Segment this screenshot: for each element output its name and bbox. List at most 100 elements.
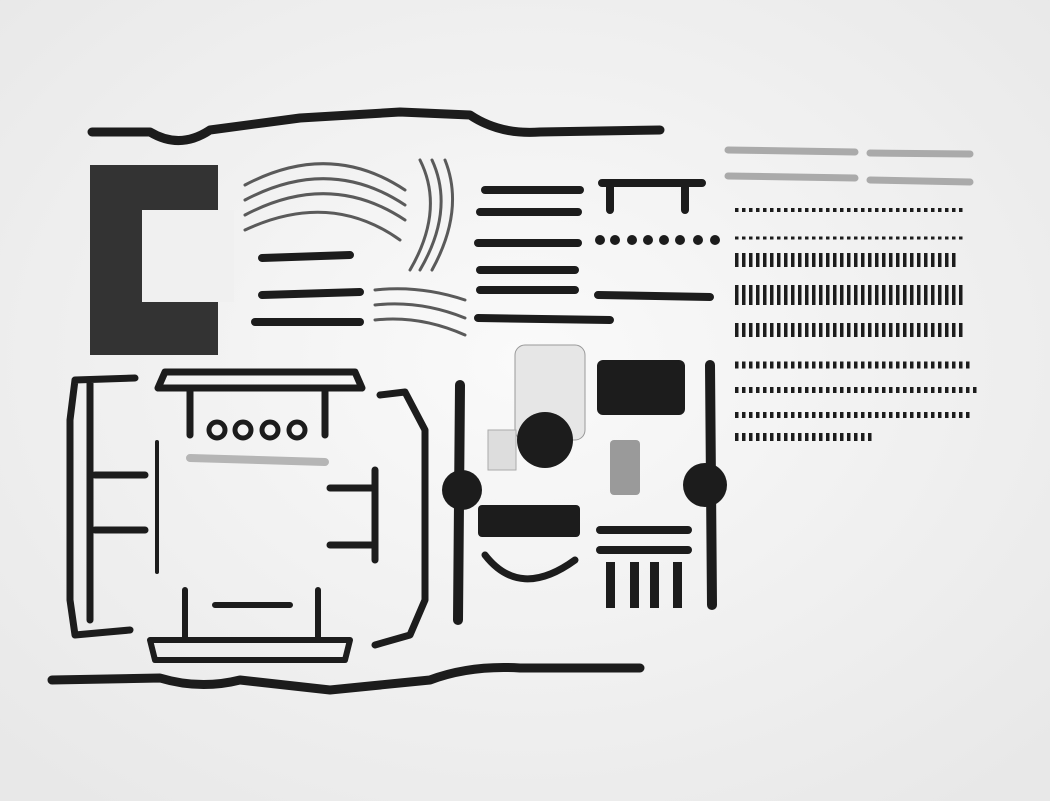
screw [749, 285, 753, 305]
screw [784, 323, 788, 337]
screw [791, 361, 795, 369]
screw [805, 323, 809, 337]
screw [959, 412, 963, 418]
screw [763, 412, 767, 418]
screw [777, 253, 781, 267]
screw [840, 387, 844, 393]
screw [770, 285, 774, 305]
screw [875, 285, 879, 305]
screw [798, 433, 802, 441]
screw [826, 236, 830, 240]
screw [798, 253, 802, 267]
screw [770, 323, 774, 337]
screw [756, 236, 760, 240]
screw [903, 387, 907, 393]
screw [896, 208, 900, 212]
screw [917, 236, 921, 240]
screw [952, 236, 956, 240]
electronics-box [597, 360, 685, 415]
screw [777, 387, 781, 393]
screw [805, 387, 809, 393]
transmission [487, 344, 640, 495]
screw [770, 433, 774, 441]
screw [763, 387, 767, 393]
screw [840, 412, 844, 418]
screw [777, 285, 781, 305]
bumper-bottom [147, 587, 353, 663]
screw [868, 433, 872, 441]
screw [784, 236, 788, 240]
screw [819, 323, 823, 337]
screw [833, 236, 837, 240]
screw [826, 361, 830, 369]
screw [749, 236, 753, 240]
screw [966, 412, 970, 418]
screw [854, 323, 858, 337]
screw [770, 361, 774, 369]
screw [882, 387, 886, 393]
screw [756, 253, 760, 267]
screw [791, 253, 795, 267]
screw [777, 208, 781, 212]
screw [952, 253, 956, 267]
screw [791, 208, 795, 212]
screw [826, 387, 830, 393]
screw [896, 236, 900, 240]
screw [784, 361, 788, 369]
screw [938, 285, 942, 305]
rod-end [595, 235, 605, 245]
screw [861, 387, 865, 393]
screw [903, 323, 907, 337]
screw [910, 323, 914, 337]
screw [840, 433, 844, 441]
screw [945, 285, 949, 305]
screw [917, 387, 921, 393]
screw [931, 412, 935, 418]
screw [889, 253, 893, 267]
screw [938, 323, 942, 337]
screw [798, 236, 802, 240]
screw [819, 361, 823, 369]
screw [861, 285, 865, 305]
screw [819, 412, 823, 418]
screw [763, 285, 767, 305]
rear-diff [683, 463, 727, 507]
screw [826, 323, 830, 337]
screw [791, 323, 795, 337]
screw [742, 433, 746, 441]
skid-bracket [478, 505, 580, 537]
screw [847, 433, 851, 441]
screw [882, 285, 886, 305]
screw [840, 361, 844, 369]
screw [854, 412, 858, 418]
screw [819, 433, 823, 441]
screw [770, 236, 774, 240]
screw [861, 253, 865, 267]
screw [777, 433, 781, 441]
screw [889, 285, 893, 305]
screw [882, 323, 886, 337]
screw [896, 323, 900, 337]
screw [735, 433, 739, 441]
screw [798, 412, 802, 418]
screw [770, 208, 774, 212]
screw [889, 236, 893, 240]
screw [938, 412, 942, 418]
rod-end [610, 235, 620, 245]
screw [833, 433, 837, 441]
screw [924, 253, 928, 267]
screw [770, 253, 774, 267]
screw [742, 208, 746, 212]
screw [805, 285, 809, 305]
screw [819, 253, 823, 267]
screw [945, 208, 949, 212]
screw [784, 285, 788, 305]
screw [749, 361, 753, 369]
screw [749, 433, 753, 441]
screw [777, 236, 781, 240]
screw [784, 433, 788, 441]
screw [812, 387, 816, 393]
screw [875, 253, 879, 267]
screw [924, 323, 928, 337]
rod-end [627, 235, 637, 245]
